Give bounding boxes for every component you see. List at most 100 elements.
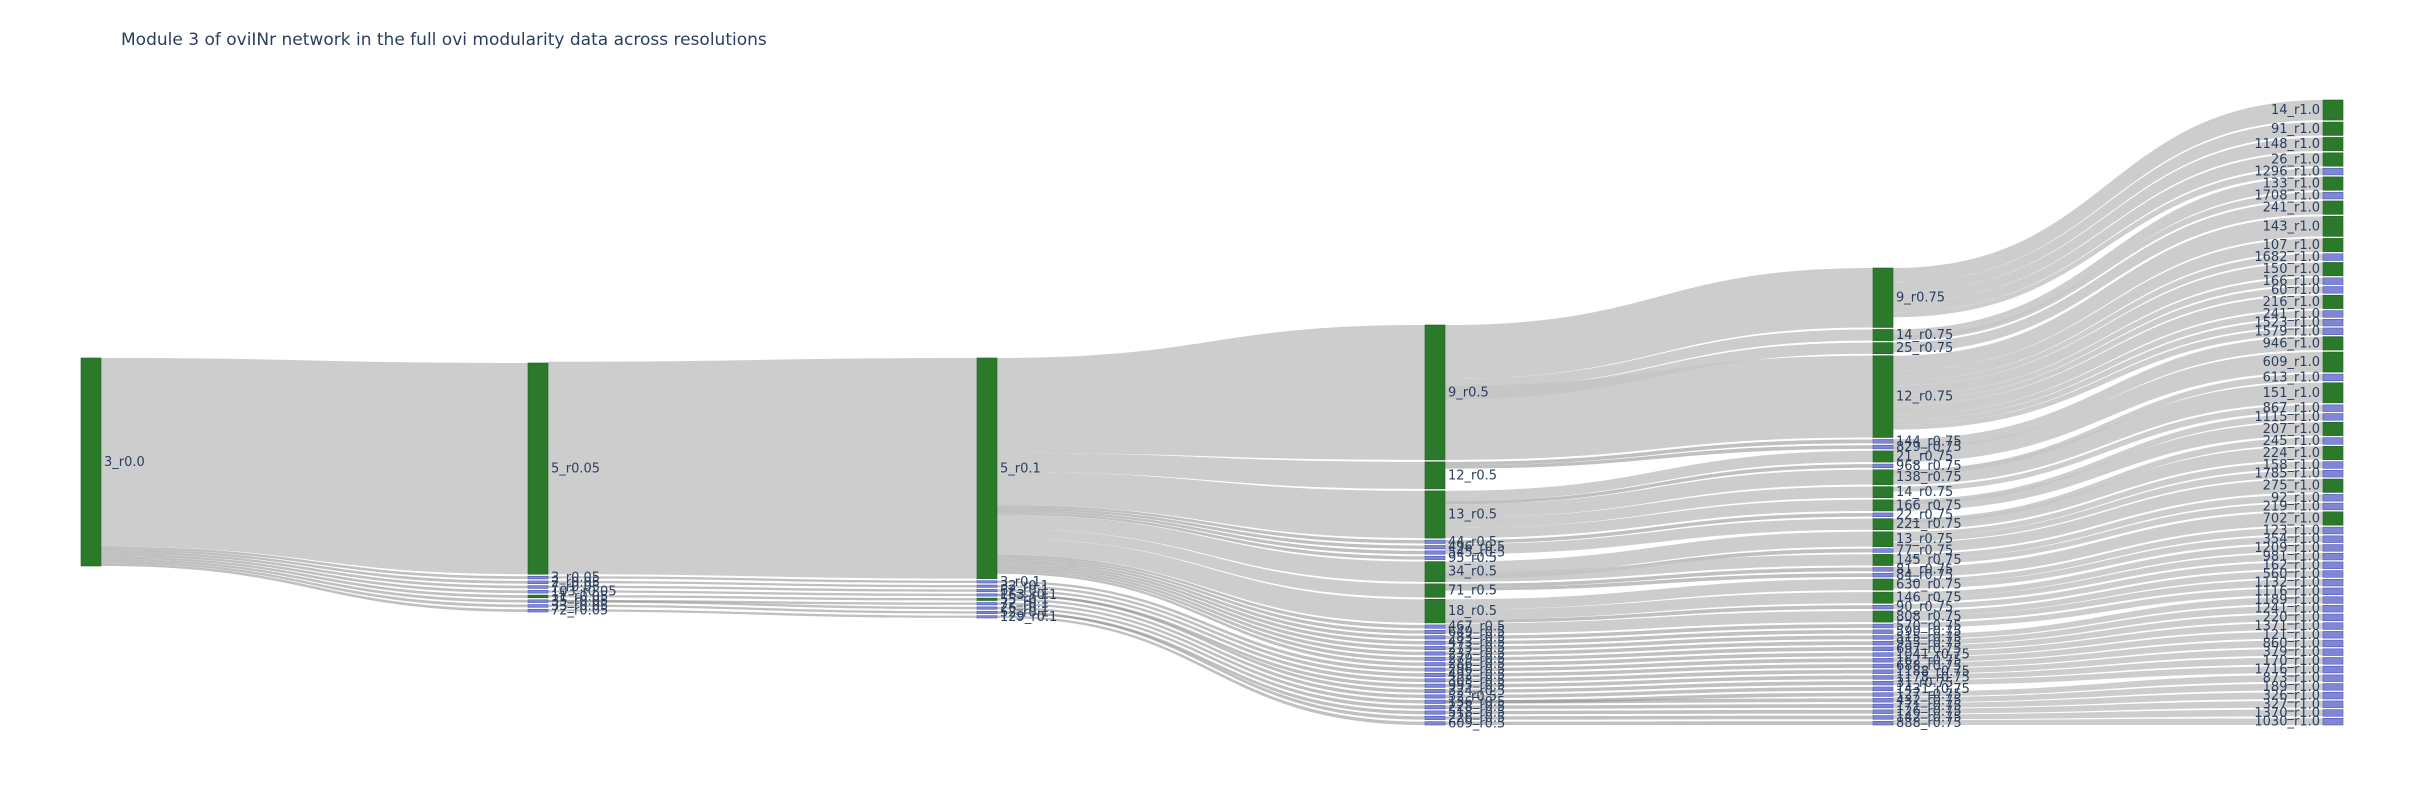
sankey-node[interactable] [1872,342,1894,355]
sankey-node[interactable] [976,610,998,614]
sankey-node[interactable] [1872,329,1894,341]
sankey-node[interactable] [1872,439,1894,444]
sankey-node[interactable] [2322,502,2344,511]
sankey-node[interactable] [2322,570,2344,578]
sankey-node[interactable] [2322,622,2344,630]
sankey-node[interactable] [2322,445,2344,460]
sankey-node[interactable] [1872,450,1894,463]
sankey-node[interactable] [2322,587,2344,595]
sankey-node[interactable] [1872,355,1894,438]
sankey-node[interactable] [1872,629,1894,634]
sankey-node[interactable] [1424,324,1446,461]
sankey-node[interactable] [2322,437,2344,445]
sankey-node[interactable] [1424,490,1446,539]
sankey-node[interactable] [2322,552,2344,561]
sankey-node[interactable] [2322,216,2344,237]
sankey-node[interactable] [1872,623,1894,629]
sankey-node[interactable] [1424,651,1446,656]
sankey-node[interactable] [1424,555,1446,560]
sankey-node[interactable] [527,362,549,575]
sankey-node[interactable] [2322,176,2344,191]
sankey-node[interactable] [1872,444,1894,450]
sankey-node[interactable] [1424,699,1446,704]
sankey-node[interactable] [1424,715,1446,720]
sankey-node[interactable] [1872,267,1894,328]
sankey-node[interactable] [1872,548,1894,553]
sankey-node[interactable] [2322,310,2344,318]
sankey-node[interactable] [527,599,549,603]
sankey-node[interactable] [1872,658,1894,663]
sankey-node[interactable] [2322,470,2344,478]
sankey-node[interactable] [976,589,998,593]
sankey-node[interactable] [2322,700,2344,708]
sankey-node[interactable] [2322,327,2344,335]
sankey-node[interactable] [976,580,998,584]
sankey-node[interactable] [2322,605,2344,613]
sankey-node[interactable] [2322,382,2344,404]
sankey-node[interactable] [1424,640,1446,645]
sankey-node[interactable] [1872,703,1894,709]
sankey-node[interactable] [2322,709,2344,717]
sankey-node[interactable] [1872,567,1894,572]
sankey-node[interactable] [1872,686,1894,692]
sankey-node[interactable] [2322,544,2344,552]
sankey-node[interactable] [1424,635,1446,640]
sankey-node[interactable] [1424,694,1446,699]
sankey-node[interactable] [2322,561,2344,569]
sankey-node[interactable] [1424,656,1446,661]
sankey-node[interactable] [1424,689,1446,694]
sankey-node[interactable] [1872,610,1894,623]
sankey-node[interactable] [2322,121,2344,136]
sankey-node[interactable] [2322,253,2344,261]
sankey-node[interactable] [1872,669,1894,674]
sankey-node[interactable] [1424,599,1446,624]
sankey-node[interactable] [1872,709,1894,714]
sankey-node[interactable] [1872,720,1894,726]
sankey-node[interactable] [1424,721,1446,726]
sankey-node[interactable] [1424,583,1446,598]
sankey-node[interactable] [1872,486,1894,499]
sankey-node[interactable] [2322,639,2344,648]
sankey-node[interactable] [527,575,549,580]
sankey-node[interactable] [1424,561,1446,583]
sankey-node[interactable] [1872,635,1894,640]
sankey-node[interactable] [2322,137,2344,152]
sankey-node[interactable] [1872,675,1894,680]
sankey-node[interactable] [527,590,549,594]
sankey-node[interactable] [2322,631,2344,639]
sankey-node[interactable] [80,357,102,567]
sankey-node[interactable] [1424,539,1446,544]
sankey-node[interactable] [976,357,998,579]
sankey-node[interactable] [2322,294,2344,309]
sankey-node[interactable] [2322,99,2344,121]
sankey-node[interactable] [2322,613,2344,622]
sankey-node[interactable] [2322,167,2344,176]
sankey-node[interactable] [1872,512,1894,517]
sankey-node[interactable] [2322,665,2344,674]
sankey-node[interactable] [2322,152,2344,167]
sankey-node[interactable] [2322,262,2344,277]
sankey-node[interactable] [2322,511,2344,526]
sankey-node[interactable] [2322,578,2344,587]
sankey-node[interactable] [1872,640,1894,646]
sankey-node[interactable] [2322,478,2344,493]
sankey-node[interactable] [2322,526,2344,535]
sankey-node[interactable] [2322,373,2344,382]
sankey-node[interactable] [2322,318,2344,327]
sankey-node[interactable] [527,604,549,608]
sankey-node[interactable] [2322,336,2344,351]
sankey-node[interactable] [1872,680,1894,686]
sankey-node[interactable] [1872,518,1894,531]
sankey-node[interactable] [1424,461,1446,490]
sankey-node[interactable] [976,597,998,601]
sankey-node[interactable] [1872,572,1894,578]
sankey-node[interactable] [2322,351,2344,373]
sankey-node[interactable] [1424,624,1446,629]
sankey-node[interactable] [1424,672,1446,677]
sankey-node[interactable] [2322,494,2344,502]
sankey-node[interactable] [527,608,549,613]
sankey-node[interactable] [1872,463,1894,469]
sankey-node[interactable] [1872,698,1894,703]
sankey-node[interactable] [1872,692,1894,697]
sankey-node[interactable] [1872,663,1894,669]
